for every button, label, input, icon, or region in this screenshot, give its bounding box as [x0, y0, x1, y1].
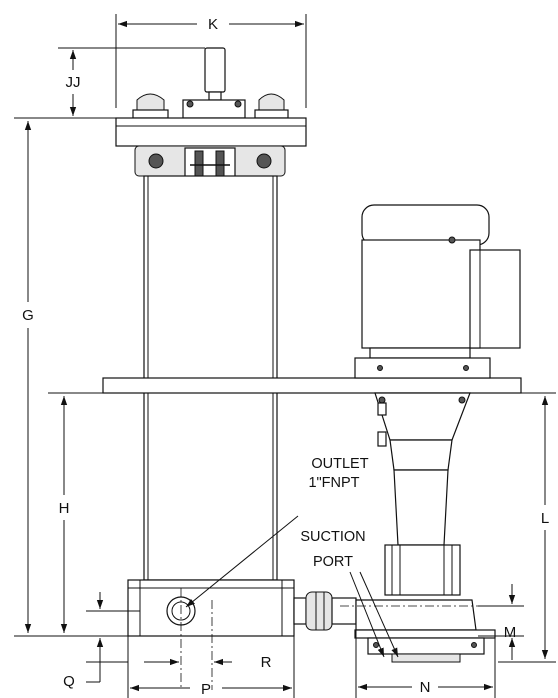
- dim-label-jj: JJ: [66, 74, 81, 91]
- pump-column: [115, 47, 357, 690]
- outlet-label: OUTLET: [311, 456, 368, 472]
- dim-label-g: G: [22, 307, 34, 324]
- suction-label: SUCTION: [300, 529, 365, 545]
- outlet-size-label: 1"FNPT: [308, 475, 359, 491]
- dim-label-m: M: [504, 624, 517, 641]
- dim-label-q: Q: [63, 673, 75, 690]
- dim-label-p: P: [201, 681, 211, 698]
- pump-body: [340, 392, 520, 663]
- dim-label-k: K: [208, 16, 218, 33]
- callout-labels: OUTLET 1"FNPT SUCTION PORT: [300, 456, 368, 570]
- mount-plate: [102, 377, 522, 394]
- dim-label-r: R: [261, 654, 272, 671]
- dim-label-h: H: [59, 500, 70, 517]
- motor: [354, 204, 521, 379]
- dimension-lines: [14, 14, 556, 698]
- dimension-labels: K JJ G H L M N P Q R: [22, 16, 549, 698]
- dim-label-n: N: [420, 679, 431, 696]
- port-label: PORT: [313, 554, 353, 570]
- dim-label-l: L: [541, 510, 549, 527]
